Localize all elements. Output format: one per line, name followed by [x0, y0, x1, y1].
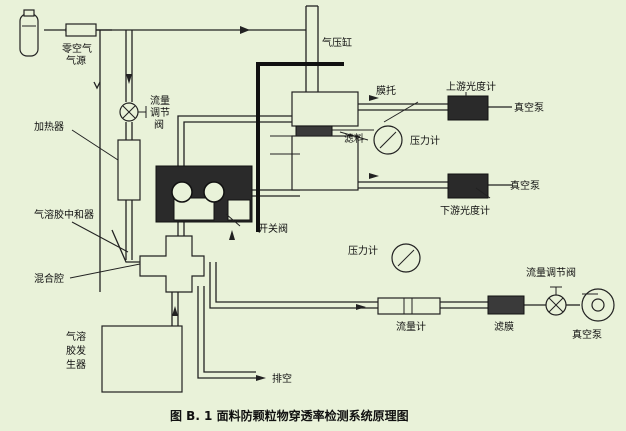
figure-caption: 图 B. 1 面料防颗粒物穿透率检测系统原理图 — [170, 408, 409, 423]
pressure-gauge-2-icon — [391, 243, 421, 273]
flow-valve-top-icon — [119, 102, 147, 122]
label-filter-membrane: 滤膜 — [494, 320, 514, 333]
vacuum-pump-3-icon — [581, 288, 615, 322]
label-cylinder: 气压缸 — [322, 36, 352, 49]
label-upstream-photometer: 上游光度计 — [446, 80, 496, 93]
label-aerosol-generator-line3: 生器 — [66, 358, 86, 371]
label-pressure-gauge-2: 压力计 — [348, 244, 378, 257]
label-vacuum-pump-2: 真空泵 — [510, 179, 540, 192]
label-exhaust: 排空 — [272, 372, 292, 385]
label-flow-valve-top-line3: 阀 — [154, 118, 164, 131]
label-filter-material: 滤料 — [344, 132, 364, 145]
flow-arrows — [126, 26, 379, 381]
label-flow-valve-bottom: 流量调节阀 — [526, 266, 576, 279]
inline-filter — [65, 23, 97, 37]
label-zero-air-line1: 零空气 — [62, 42, 92, 55]
label-mixing-chamber: 混合腔 — [34, 272, 64, 285]
aerosol-generator-body — [101, 325, 183, 393]
label-aerosol-neutralizer: 气溶胶中和器 — [34, 208, 94, 221]
label-leaders — [69, 92, 491, 279]
flow-valve-bottom-icon — [545, 286, 567, 316]
downstream-photometer-body — [447, 173, 489, 199]
cylinder-frame — [256, 62, 344, 232]
zero-air-source-icon — [19, 9, 39, 57]
label-downstream-photometer: 下游光度计 — [440, 204, 490, 217]
label-zero-air-line2: 气源 — [66, 54, 86, 67]
label-aerosol-generator-line1: 气溶 — [66, 330, 86, 343]
label-aerosol-generator-line2: 胶发 — [66, 344, 86, 357]
label-vacuum-pump-3: 真空泵 — [572, 328, 602, 341]
label-membrane-holder: 膜托 — [376, 84, 396, 97]
label-flow-valve-top-line1: 流量 — [150, 94, 170, 107]
label-heater: 加热器 — [34, 120, 64, 133]
mixing-chamber-body — [139, 235, 205, 293]
pressure-gauge-1-icon — [373, 125, 403, 155]
test-chamber — [270, 91, 360, 191]
heater-body — [117, 139, 141, 201]
label-switch-valve: 开关阀 — [258, 222, 288, 235]
label-pressure-gauge-1: 压力计 — [410, 134, 440, 147]
switch-valve-block — [155, 165, 253, 223]
label-flow-valve-top-line2: 调节 — [150, 107, 170, 119]
pipe-network — [44, 5, 580, 379]
filter-membrane-body — [487, 295, 525, 315]
flowmeter-body — [377, 297, 441, 315]
upstream-photometer-body — [447, 95, 489, 121]
label-flowmeter: 流量计 — [396, 320, 426, 333]
label-vacuum-pump-1: 真空泵 — [514, 101, 544, 114]
